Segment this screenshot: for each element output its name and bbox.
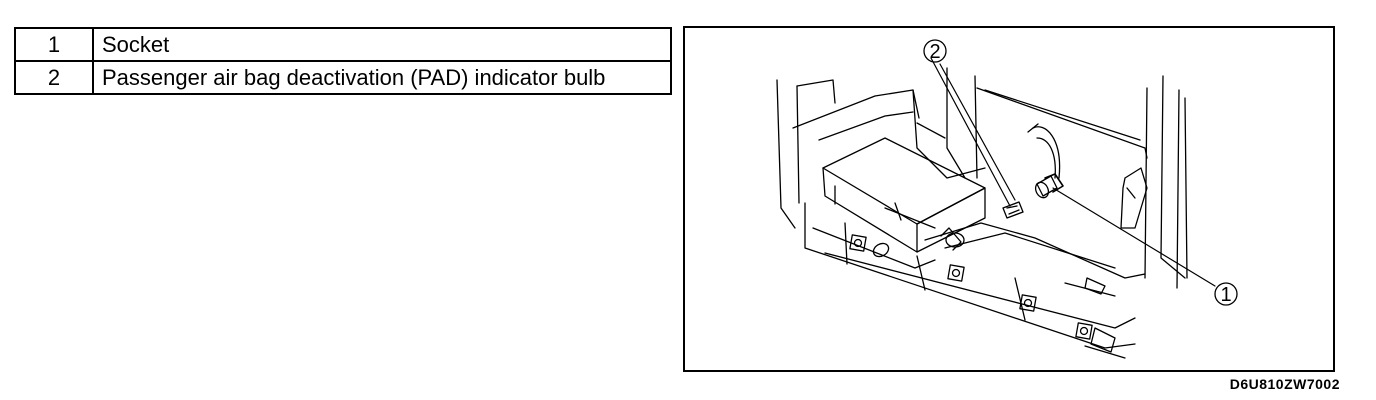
illustration-frame: 2 1 [683, 26, 1335, 372]
socket-assembly [1027, 123, 1064, 199]
callout-leader-2b [939, 63, 1016, 201]
legend-label: Socket [92, 27, 672, 62]
lower-bracket [804, 202, 1146, 359]
callout-2: 2 [923, 39, 947, 63]
legend-number: 1 [14, 27, 94, 62]
dashboard-structure [776, 67, 1188, 289]
callout-number: 1 [1220, 284, 1231, 306]
center-module [822, 137, 986, 253]
callout-1: 1 [1214, 282, 1238, 306]
legend-table: 1 Socket 2 Passenger air bag deactivatio… [14, 27, 672, 95]
callout-number: 2 [929, 41, 940, 63]
legend-label: Passenger air bag deactivation (PAD) ind… [92, 60, 672, 95]
bulb-assembly [1002, 201, 1024, 219]
dashboard-illustration: 2 1 [776, 39, 1238, 359]
callout-leader-1 [1052, 187, 1216, 287]
callout-leader-2 [930, 57, 1011, 207]
legend-row: 2 Passenger air bag deactivation (PAD) i… [14, 60, 672, 95]
legend-number: 2 [14, 60, 94, 95]
legend-row: 1 Socket [14, 27, 672, 62]
figure-code: D6U810ZW7002 [1229, 376, 1340, 392]
